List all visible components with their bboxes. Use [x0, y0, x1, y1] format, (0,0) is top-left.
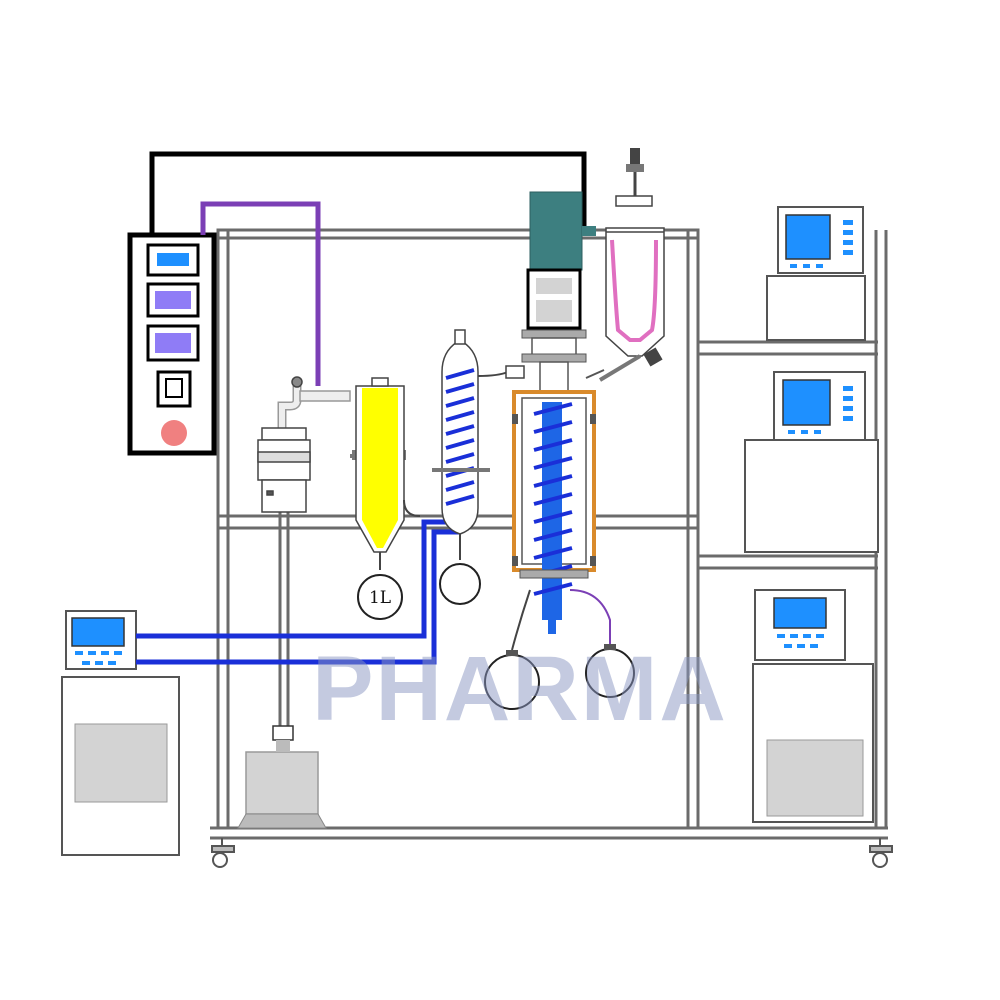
watermark: PHARMA	[312, 638, 728, 740]
vacuum-pump	[237, 512, 327, 829]
cooling-water-lines	[136, 519, 460, 665]
caster-left	[211, 838, 235, 868]
feed-tank: 1L	[350, 377, 421, 620]
receiving-flask	[357, 574, 403, 620]
heating-circulator	[744, 371, 879, 553]
chiller	[61, 610, 180, 856]
wiped-film-evaporator	[484, 191, 635, 710]
coil-condenser	[432, 329, 525, 605]
cold-trap-chiller	[752, 589, 874, 823]
signal-cable	[149, 151, 587, 235]
receiving-flask-label: 1L	[369, 588, 391, 608]
vacuum-line	[200, 201, 321, 386]
caster-right	[869, 838, 893, 868]
status-lamp	[161, 420, 187, 446]
feed-funnel	[598, 148, 665, 382]
cold-trap	[257, 376, 351, 513]
vacuum-gauge-unit	[766, 206, 866, 341]
control-panel-icon	[127, 232, 217, 456]
motor	[529, 191, 583, 271]
